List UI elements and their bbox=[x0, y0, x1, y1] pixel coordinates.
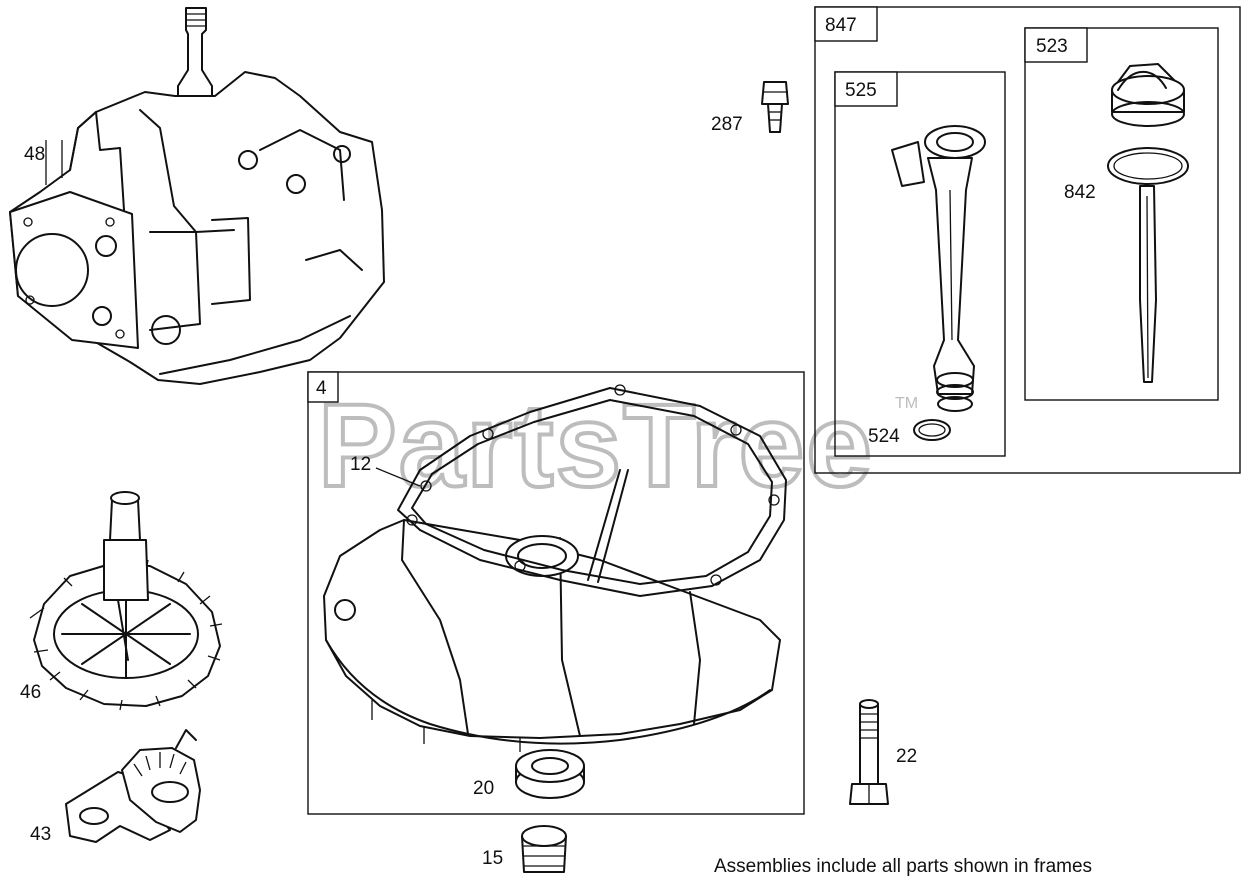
frame-dipstick-assembly: 523 bbox=[1024, 27, 1219, 401]
engine-sump-part[interactable] bbox=[323, 469, 781, 752]
sump-bolt-part[interactable] bbox=[849, 699, 889, 805]
frame-sump-assembly-label: 4 bbox=[316, 378, 327, 399]
oil-seal-part[interactable] bbox=[515, 749, 585, 799]
frame-dipstick-assembly-label: 523 bbox=[1036, 36, 1068, 57]
callout-287: 287 bbox=[711, 114, 743, 135]
leader-lines bbox=[375, 467, 421, 487]
callout-12: 12 bbox=[350, 454, 371, 475]
drain-plug-part[interactable] bbox=[521, 825, 567, 873]
callout-15: 15 bbox=[482, 848, 503, 869]
callout-43: 43 bbox=[30, 824, 51, 845]
callout-48: 48 bbox=[24, 144, 45, 165]
frame-dipstick-kit: 847 bbox=[814, 6, 1241, 474]
watermark-trademark: TM bbox=[895, 395, 918, 412]
callout-524: 524 bbox=[868, 426, 900, 447]
camshaft-gear-part[interactable] bbox=[29, 491, 223, 711]
callout-842: 842 bbox=[1064, 182, 1096, 203]
dipstick-tube-part[interactable] bbox=[891, 125, 986, 412]
frame-tube-assembly: 525 bbox=[834, 71, 1006, 457]
watermark-text: PartsTree bbox=[318, 380, 874, 512]
governor-part[interactable] bbox=[65, 729, 201, 843]
callout-labels: 48 287 842 524 12 46 22 20 43 15 bbox=[20, 114, 1096, 869]
callout-46: 46 bbox=[20, 682, 41, 703]
breather-bolt-part[interactable] bbox=[761, 81, 789, 133]
frame-sump-assembly: 4 bbox=[307, 371, 805, 815]
engine-block-part[interactable] bbox=[9, 7, 385, 385]
footer-note: Assemblies include all parts shown in fr… bbox=[714, 856, 1093, 877]
o-ring-part[interactable] bbox=[913, 419, 951, 441]
callout-22: 22 bbox=[896, 746, 917, 767]
callout-20: 20 bbox=[473, 778, 494, 799]
gasket-part[interactable] bbox=[397, 384, 787, 597]
frame-tube-assembly-label: 525 bbox=[845, 80, 877, 101]
dipstick-part[interactable] bbox=[1107, 63, 1189, 383]
frame-dipstick-kit-label: 847 bbox=[825, 15, 857, 36]
